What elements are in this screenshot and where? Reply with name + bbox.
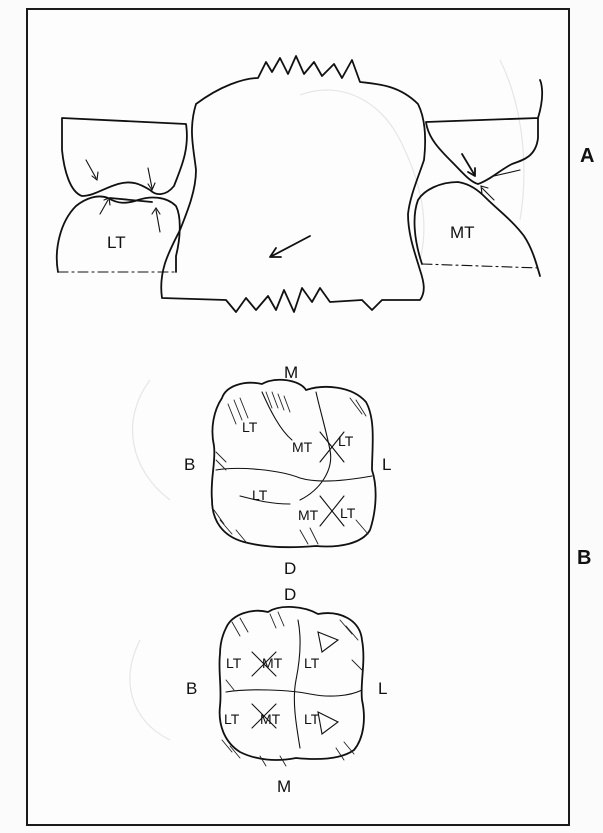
lower-tooth-top-label: D bbox=[284, 585, 296, 604]
left-upper-tooth bbox=[62, 118, 187, 196]
upper-tooth-left-label: B bbox=[184, 455, 195, 474]
upper-cusp-label: LT bbox=[242, 419, 258, 435]
lower-tooth-right-label: L bbox=[378, 679, 387, 698]
upper-cusp-label: MT bbox=[292, 439, 313, 455]
show-through-ghost bbox=[130, 60, 524, 740]
lower-molar-occlusal bbox=[219, 607, 364, 766]
central-molar bbox=[161, 56, 425, 312]
upper-tooth-top-label: M bbox=[284, 363, 298, 382]
lower-cusp-label: MT bbox=[260, 711, 281, 727]
upper-molar-occlusal bbox=[212, 380, 376, 547]
lower-cusp-label: LT bbox=[224, 711, 240, 727]
lower-tooth-bottom-label: M bbox=[277, 777, 291, 796]
left-contact-label: LT bbox=[107, 233, 126, 252]
upper-cusp-label: LT bbox=[338, 433, 354, 449]
right-lower-tooth bbox=[415, 182, 540, 276]
panel-a-letter: A bbox=[580, 145, 594, 167]
upper-tooth-bottom-label: D bbox=[284, 559, 296, 578]
lower-tooth-left-label: B bbox=[186, 679, 197, 698]
lower-cusp-label: LT bbox=[304, 655, 320, 671]
upper-cusp-label: LT bbox=[252, 487, 268, 503]
panel-a-drawing bbox=[57, 56, 542, 312]
lower-cusp-label: LT bbox=[304, 711, 320, 727]
right-contact-label: MT bbox=[450, 223, 475, 242]
upper-cusp-label: MT bbox=[298, 507, 319, 523]
upper-tooth-right-label: L bbox=[382, 455, 391, 474]
panel-b-letter: B bbox=[577, 547, 591, 569]
lower-cusp-label: LT bbox=[226, 655, 242, 671]
lower-cusp-label: MT bbox=[262, 655, 283, 671]
upper-cusp-label: LT bbox=[340, 505, 356, 521]
right-upper-tooth bbox=[426, 80, 542, 184]
